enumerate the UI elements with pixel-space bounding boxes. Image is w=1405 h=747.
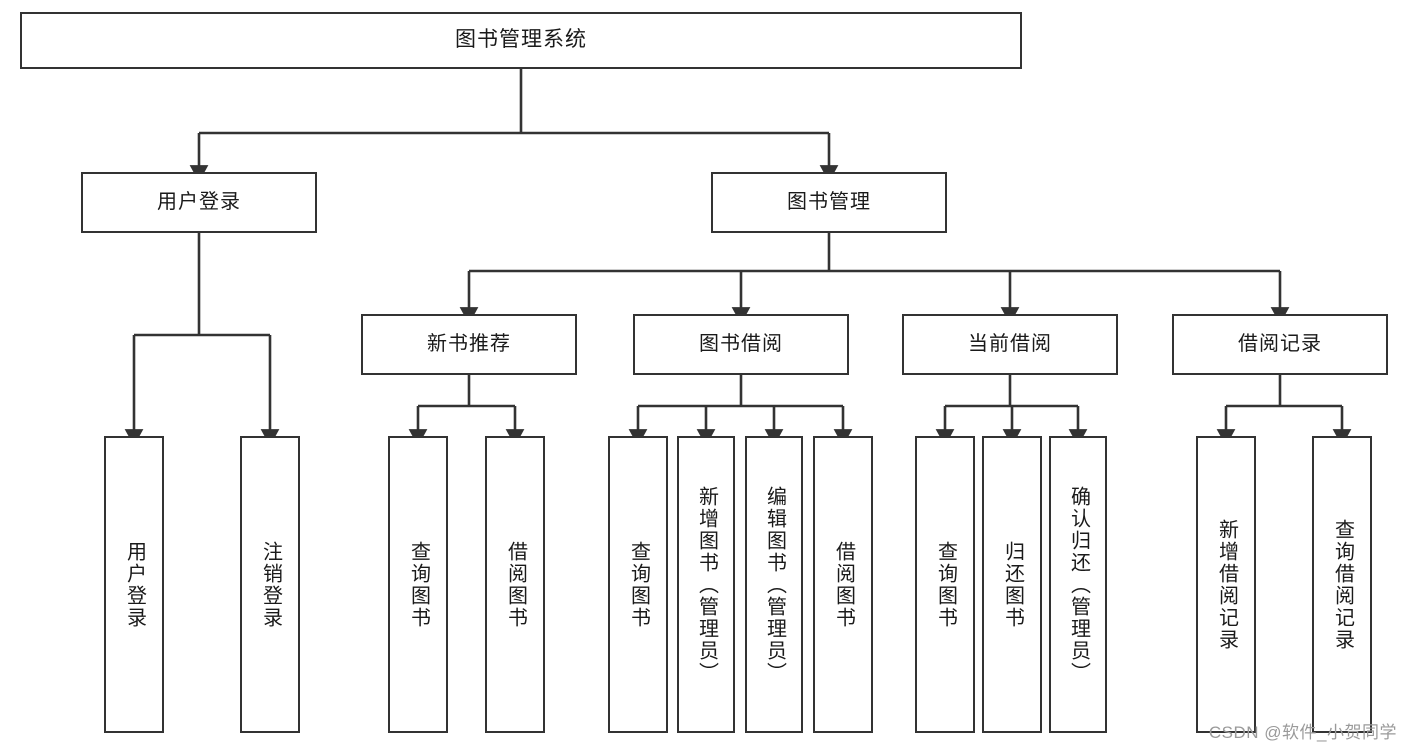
node-label: 当前借阅 [968,332,1052,355]
node-label: 查询图书 [407,540,430,629]
node-label: 查询图书 [934,540,957,629]
node-l11[interactable]: 确认归还（管理员） [1049,436,1107,733]
watermark: CSDN @软件_小贺同学 [1208,723,1397,742]
node-label: 借阅图书 [832,540,855,629]
node-label: 注销登录 [259,540,282,629]
node-n2c[interactable]: 当前借阅 [902,314,1118,375]
node-label: 确认归还（管理员） [1067,485,1090,684]
node-label: 新书推荐 [427,332,511,355]
node-l13[interactable]: 查询借阅记录 [1312,436,1372,733]
node-label: 新增借阅记录 [1215,518,1238,651]
node-l5[interactable]: 查询图书 [608,436,668,733]
node-label: 图书管理系统 [455,28,587,52]
node-l2[interactable]: 注销登录 [240,436,300,733]
node-label: 用户登录 [157,190,241,213]
node-n2b[interactable]: 图书借阅 [633,314,849,375]
node-label: 借阅图书 [504,540,527,629]
node-l8[interactable]: 借阅图书 [813,436,873,733]
node-label: 归还图书 [1001,540,1024,629]
node-l4[interactable]: 借阅图书 [485,436,545,733]
node-label: 查询图书 [627,540,650,629]
node-l3[interactable]: 查询图书 [388,436,448,733]
node-l7[interactable]: 编辑图书（管理员） [745,436,803,733]
node-l10[interactable]: 归还图书 [982,436,1042,733]
node-l6[interactable]: 新增图书（管理员） [677,436,735,733]
node-label: 新增图书（管理员） [695,485,718,684]
node-label: 图书借阅 [699,332,783,355]
node-label: 借阅记录 [1238,332,1322,355]
node-l9[interactable]: 查询图书 [915,436,975,733]
node-label: 用户登录 [123,540,146,629]
node-n1[interactable]: 用户登录 [81,172,317,233]
node-n2a[interactable]: 新书推荐 [361,314,577,375]
node-l1[interactable]: 用户登录 [104,436,164,733]
node-n2d[interactable]: 借阅记录 [1172,314,1388,375]
node-n2[interactable]: 图书管理 [711,172,947,233]
node-root[interactable]: 图书管理系统 [20,12,1022,69]
node-label: 编辑图书（管理员） [763,485,786,684]
node-label: 图书管理 [787,190,871,213]
node-label: 查询借阅记录 [1331,518,1354,651]
node-l12[interactable]: 新增借阅记录 [1196,436,1256,733]
